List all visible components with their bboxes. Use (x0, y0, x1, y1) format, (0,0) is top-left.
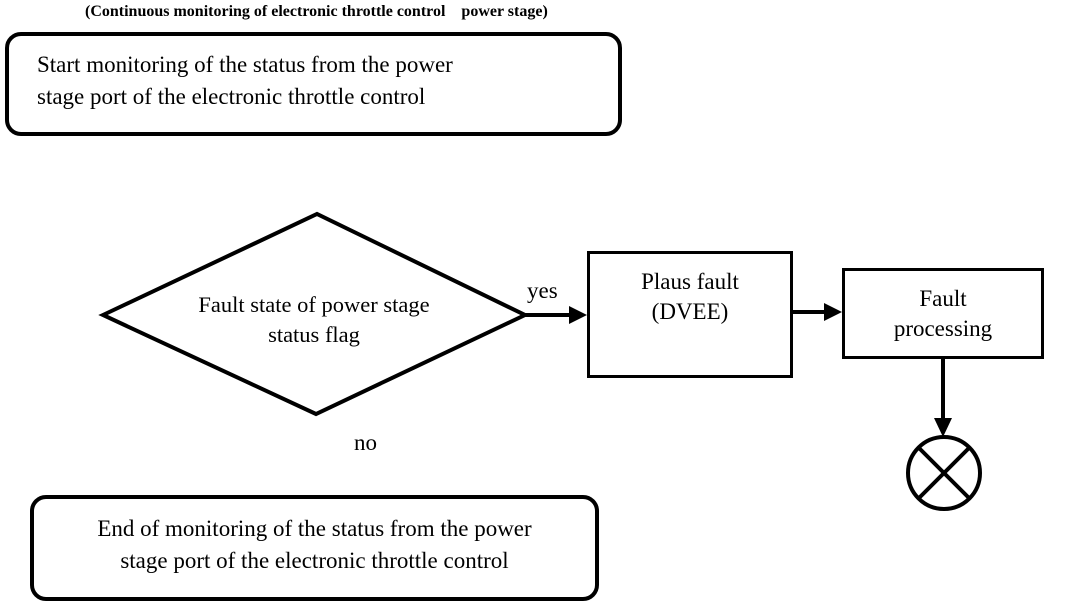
no-edge-label: no (354, 430, 377, 455)
plaus-to-fault-arrow-head-icon (824, 303, 842, 321)
start-node: Start monitoring of the status from the … (5, 32, 622, 136)
plaus-fault-text-line2: (DVEE) (651, 299, 729, 324)
end-circle-x-stroke-2-icon (917, 446, 971, 500)
decision-node-text-line1: Fault state of power stage (198, 292, 430, 317)
diagram-caption: (Continuous monitoring of electronic thr… (85, 3, 548, 20)
start-node-text-line1: Start monitoring of the status from the … (37, 52, 453, 77)
yes-edge-label: yes (527, 278, 558, 303)
plaus-fault-text-line1: Plaus fault (641, 269, 739, 294)
end-node-text-line2: stage port of the electronic throttle co… (120, 548, 509, 573)
fault-to-end-arrow-head-icon (934, 418, 952, 437)
yes-arrow-head-icon (569, 306, 587, 324)
fault-processing-text-line2: processing (893, 316, 993, 341)
decision-node: Fault state of power stage status flag (152, 290, 476, 350)
end-node: End of monitoring of the status from the… (30, 495, 599, 601)
plaus-fault-node: Plaus fault (DVEE) (587, 251, 793, 378)
end-node-text-line1: End of monitoring of the status from the… (97, 516, 532, 541)
fault-processing-text-line1: Fault (919, 286, 967, 311)
decision-node-text-line2: status flag (268, 322, 360, 347)
fault-processing-node: Fault processing (842, 268, 1044, 359)
start-node-text-line2: stage port of the electronic throttle co… (37, 84, 426, 109)
